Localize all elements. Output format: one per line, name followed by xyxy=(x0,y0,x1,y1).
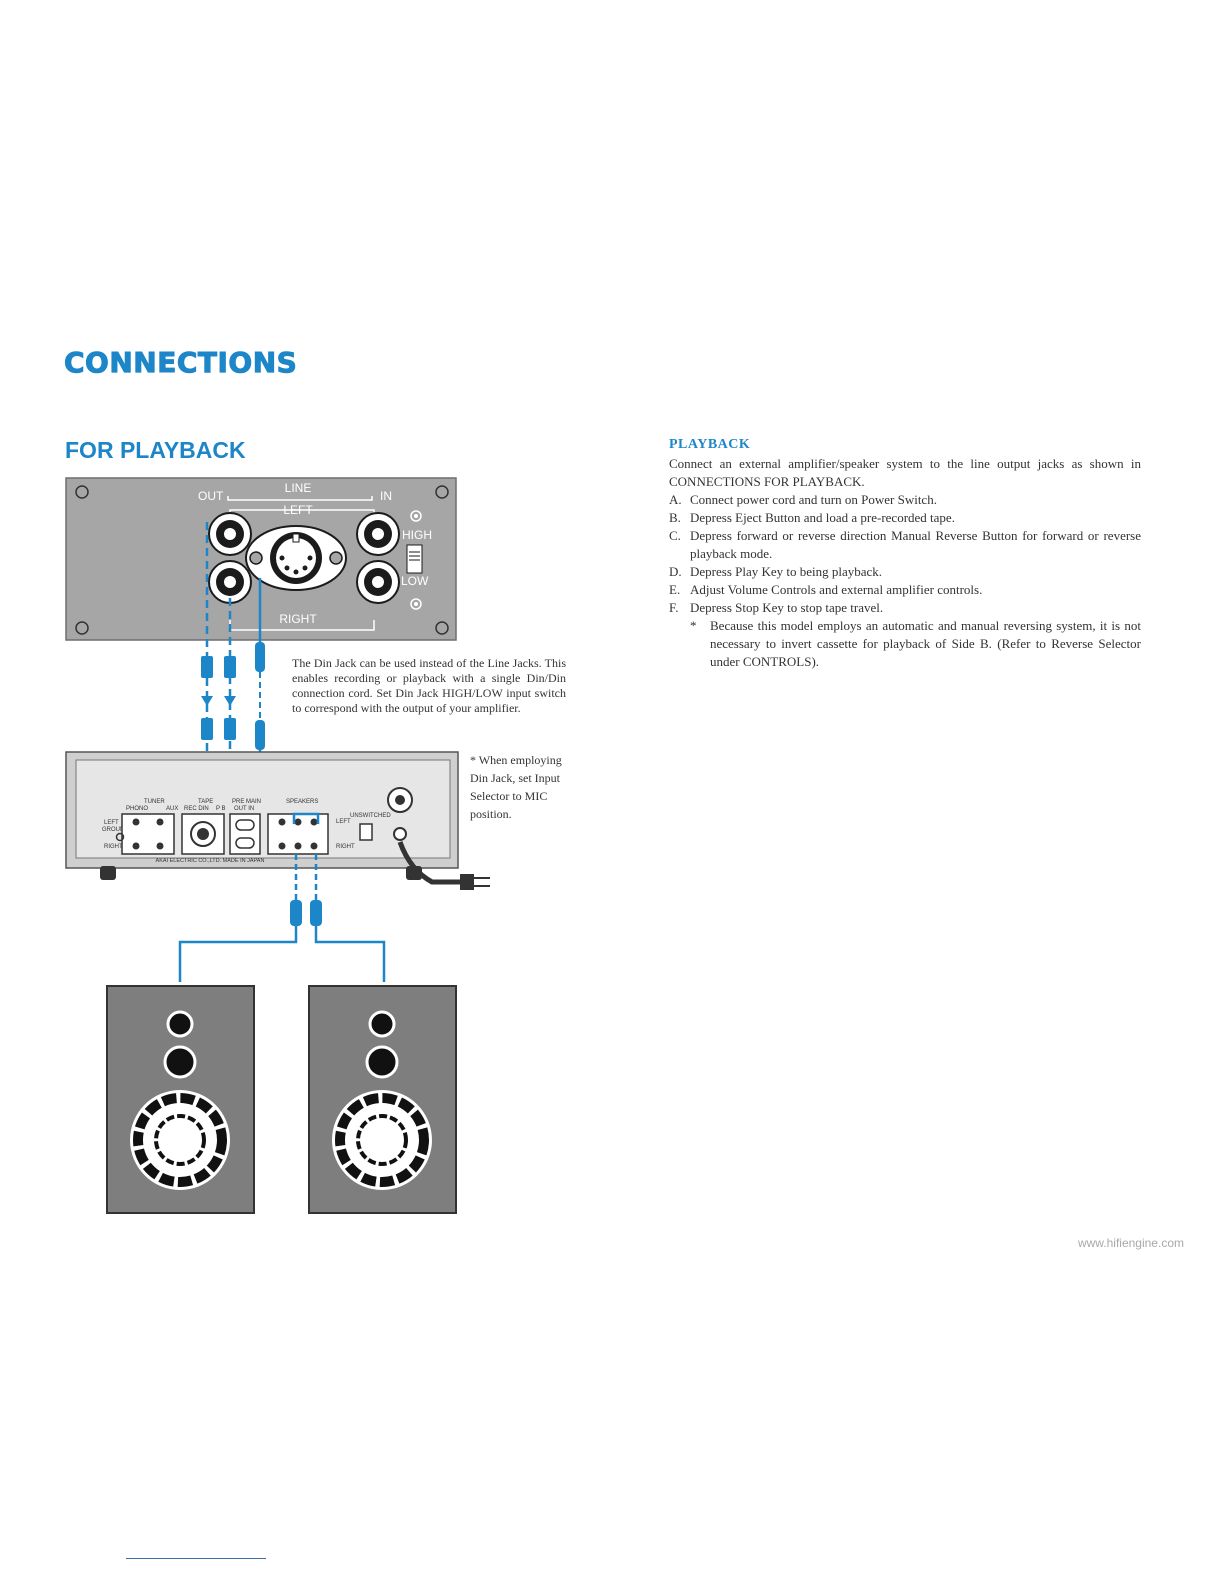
speaker-left xyxy=(106,985,255,1214)
amp-left-ground-label: LEFT xyxy=(104,820,119,826)
line-in-right-jack xyxy=(356,560,400,604)
deck-high-label: HIGH xyxy=(402,528,432,542)
deck-rear-panel: LINE OUT IN LEFT RIGHT xyxy=(65,477,457,641)
playback-step: E. Adjust Volume Controls and external am… xyxy=(669,581,1141,599)
speaker-cords xyxy=(178,812,386,982)
din-jack xyxy=(245,525,347,591)
speaker-right xyxy=(308,985,457,1214)
amp-maker-label: AKAI ELECTRIC CO.,LTD. MADE IN JAPAN xyxy=(156,858,265,864)
footer-rule xyxy=(126,1558,266,1559)
amp-speakers-label: SPEAKERS xyxy=(286,799,318,805)
step-marker: C. xyxy=(669,528,681,543)
amp-tuner-label: TUNER xyxy=(144,799,165,805)
note-marker: * xyxy=(690,618,697,633)
deck-low-label: LOW xyxy=(401,574,429,588)
step-text: Depress Eject Button and load a pre-reco… xyxy=(690,510,955,525)
playback-instructions: PLAYBACK Connect an external amplifier/s… xyxy=(669,437,1141,671)
page-title: CONNECTIONS xyxy=(63,346,298,380)
step-marker: E. xyxy=(669,582,681,597)
line-in-left-jack xyxy=(356,512,400,556)
amp-pb-label: P B xyxy=(216,806,226,812)
amplifier-rear-panel: TUNER PHONO AUX TAPE REC DIN P B PRE MAI… xyxy=(65,751,490,890)
deck-out-label: OUT xyxy=(198,489,224,503)
amp-aux-label: AUX xyxy=(166,806,178,812)
playback-step: C. Depress forward or reverse direction M… xyxy=(669,527,1141,563)
playback-steps: A. Connect power cord and turn on Power S… xyxy=(669,491,1141,617)
din-jack-note: The Din Jack can be used instead of the … xyxy=(292,656,566,715)
line-out-left-jack xyxy=(208,512,252,556)
step-marker: A. xyxy=(669,492,682,507)
playback-step: A. Connect power cord and turn on Power S… xyxy=(669,491,1141,509)
connection-diagram: LINE OUT IN LEFT RIGHT xyxy=(65,477,490,1214)
deck-line-label: LINE xyxy=(285,481,312,495)
amp-pre-main-label: PRE MAIN xyxy=(232,799,261,805)
amp-left-out-label: LEFT xyxy=(336,819,351,825)
high-low-switch xyxy=(406,544,423,574)
amp-tape-label: TAPE xyxy=(198,799,213,805)
deck-in-label: IN xyxy=(380,489,392,503)
amp-rec-din-label: REC DIN xyxy=(184,806,209,812)
line-out-right-jack xyxy=(208,560,252,604)
playback-intro: Connect an external amplifier/speaker sy… xyxy=(669,456,1141,489)
step-marker: B. xyxy=(669,510,681,525)
playback-heading: PLAYBACK xyxy=(669,437,751,452)
amp-phono-label: PHONO xyxy=(126,806,148,812)
din-jack-input-note: * When employing Din Jack, set Input Sel… xyxy=(470,753,562,821)
step-text: Depress forward or reverse direction Man… xyxy=(690,528,1141,561)
step-text: Depress Stop Key to stop tape travel. xyxy=(690,600,884,615)
playback-step: F. Depress Stop Key to stop tape travel. xyxy=(669,599,1141,617)
playback-note: * Because this model employs an automatic… xyxy=(690,617,1141,671)
amp-unswitched-label: UNSWITCHED xyxy=(350,813,391,819)
amp-right-out-label: RIGHT xyxy=(336,844,355,850)
deck-right-label: RIGHT xyxy=(279,612,317,626)
amp-out-in-label: OUT IN xyxy=(234,806,254,812)
step-marker: D. xyxy=(669,564,682,579)
amp-right-label: RIGHT xyxy=(104,844,123,850)
playback-step: D. Depress Play Key to being playback. xyxy=(669,563,1141,581)
step-text: Adjust Volume Controls and external ampl… xyxy=(690,582,983,597)
amp-ground-label: GROUND xyxy=(102,827,129,833)
playback-step: B. Depress Eject Button and load a pre-re… xyxy=(669,509,1141,527)
step-marker: F. xyxy=(669,600,679,615)
section-title: FOR PLAYBACK xyxy=(65,437,246,463)
watermark: www.hifiengine.com xyxy=(1077,1236,1184,1250)
note-text: Because this model employs an automatic … xyxy=(710,618,1141,669)
step-text: Connect power cord and turn on Power Swi… xyxy=(690,492,937,507)
step-text: Depress Play Key to being playback. xyxy=(690,564,883,579)
